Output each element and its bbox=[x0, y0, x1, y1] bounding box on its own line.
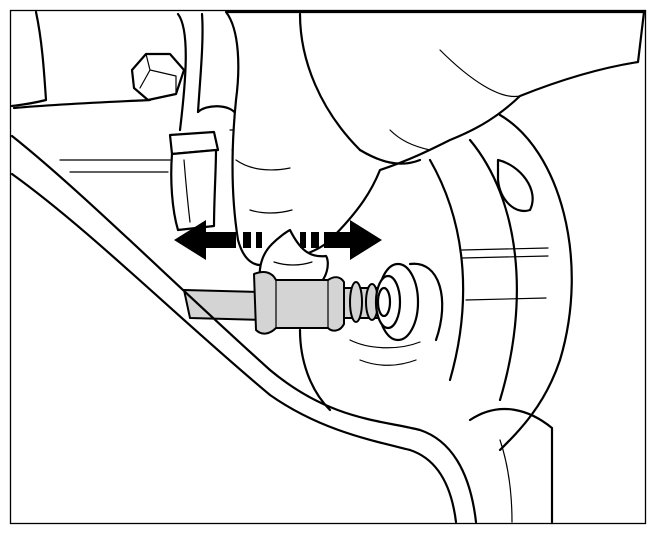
arrow-right-dash-2 bbox=[300, 232, 306, 248]
hose-connector-assembly bbox=[183, 262, 444, 342]
wheel-rim bbox=[428, 113, 573, 452]
connector-body bbox=[253, 271, 345, 335]
arrow-right-icon bbox=[324, 220, 382, 260]
housing-lower bbox=[349, 339, 421, 366]
hand bbox=[224, 10, 646, 295]
hose-tube bbox=[183, 289, 263, 321]
bolt-head bbox=[130, 52, 186, 102]
direction-arrows bbox=[174, 220, 382, 260]
body-panel-top bbox=[10, 10, 48, 108]
arrow-left-dash-2 bbox=[256, 232, 262, 248]
cable-and-clip bbox=[168, 12, 238, 232]
connector-ring-1 bbox=[349, 281, 363, 323]
background-panel-lines bbox=[59, 127, 321, 173]
arrow-left-dash bbox=[243, 232, 251, 248]
arrow-right-dash bbox=[311, 232, 319, 248]
body-panel-curve bbox=[10, 134, 554, 524]
arrow-left-icon bbox=[174, 220, 236, 260]
body-panel-ledge bbox=[12, 98, 152, 110]
